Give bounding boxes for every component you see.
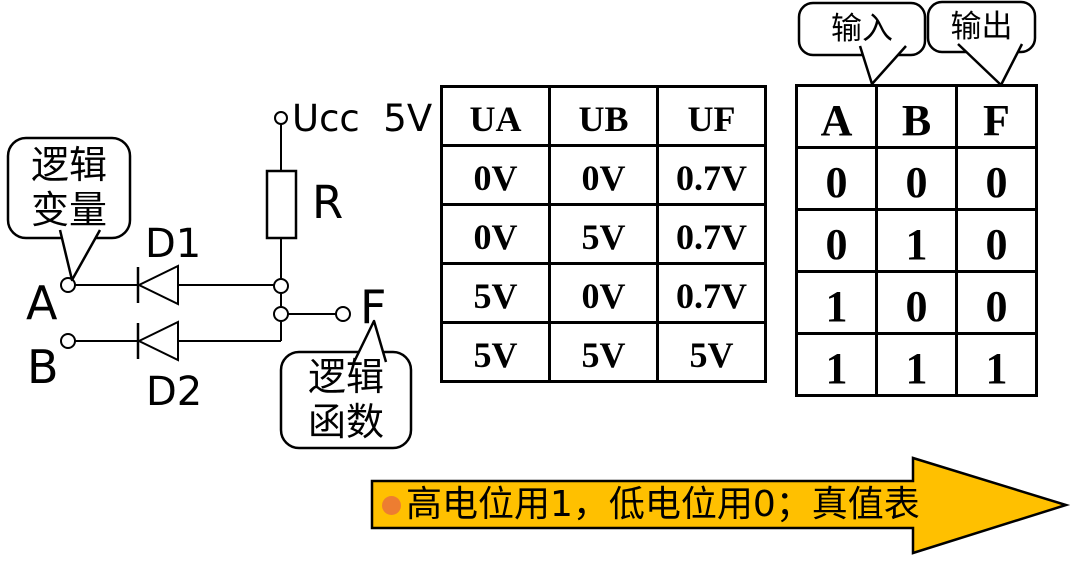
- resistor-label: R: [312, 176, 344, 229]
- table-cell: 1: [875, 332, 958, 397]
- truth-table-header-b: B: [875, 84, 958, 149]
- table-row: 5V 0V 0.7V: [440, 262, 767, 324]
- output-callout: 输出: [928, 2, 1035, 52]
- table-cell: 0.7V: [656, 203, 767, 265]
- table-row: 0V 0V 0.7V: [440, 144, 767, 206]
- truth-table-header-f: F: [955, 84, 1038, 149]
- table-cell: 0: [875, 270, 958, 335]
- table-cell: 0V: [548, 144, 659, 206]
- table-cell: 5V: [548, 203, 659, 265]
- table-cell: 1: [875, 208, 958, 273]
- input-b-terminal: [60, 333, 76, 349]
- table-cell: 0.7V: [656, 144, 767, 206]
- diode-d1-label: D1: [145, 221, 202, 267]
- table-cell: 0V: [548, 262, 659, 324]
- voltage-table-header-ub: UB: [548, 85, 659, 147]
- table-row: 1 1 1: [795, 332, 1038, 397]
- logic-variable-line2: 变量: [30, 188, 107, 232]
- table-cell: 0: [875, 146, 958, 211]
- table-cell: 0: [795, 146, 878, 211]
- input-callout-shape: [797, 1, 927, 86]
- input-callout-label: 输入: [831, 10, 893, 47]
- logic-function-line2: 函数: [307, 400, 384, 444]
- voltage-table-header-row: UA UB UF: [440, 85, 767, 147]
- table-cell: 5V: [656, 321, 767, 383]
- table-row: 1 0 0: [795, 270, 1038, 335]
- table-cell: 0: [955, 146, 1038, 211]
- truth-table-header-row: A B F: [795, 84, 1038, 149]
- table-cell: 0: [955, 270, 1038, 335]
- arrow-banner-shape: [370, 456, 1071, 555]
- supply-label: Ucc 5V: [292, 97, 433, 140]
- diode-d2-triangle: [136, 320, 179, 362]
- bullet-dot-icon: [382, 495, 401, 515]
- table-cell: 1: [955, 332, 1038, 397]
- voltage-table: UA UB UF 0V 0V 0.7V 0V 5V 0.7V 5V 0V 0.7…: [440, 85, 767, 383]
- logic-function-line1: 逻辑: [307, 355, 384, 400]
- logic-variable-callout-shape: [6, 136, 132, 282]
- table-row: 0V 5V 0.7V: [440, 203, 767, 265]
- output-callout-label: 输出: [950, 8, 1013, 45]
- logic-variable-line1: 逻辑: [30, 143, 107, 188]
- input-a-terminal: [60, 277, 76, 293]
- table-cell: 1: [795, 332, 878, 397]
- truth-table: A B F 0 0 0 0 1 0 1 0 0 1 1 1: [795, 84, 1038, 397]
- table-cell: 5V: [440, 262, 551, 324]
- output-f-terminal: [335, 306, 351, 322]
- table-cell: 0: [795, 208, 878, 273]
- table-cell: 0V: [440, 203, 551, 265]
- node-junction-1: [273, 278, 289, 294]
- diode-d2-label: D2: [146, 369, 203, 415]
- logic-function-callout: 逻辑 函数: [281, 352, 411, 448]
- node-junction-2: [273, 306, 289, 322]
- table-row: 5V 5V 5V: [440, 321, 767, 383]
- output-f-label: F: [360, 280, 387, 334]
- table-row: 0 0 0: [795, 146, 1038, 211]
- table-cell: 5V: [440, 321, 551, 383]
- logic-variable-callout: 逻辑 变量: [8, 138, 130, 238]
- table-cell: 5V: [548, 321, 659, 383]
- table-cell: 0: [955, 208, 1038, 273]
- table-cell: 0.7V: [656, 262, 767, 324]
- input-a-label: A: [26, 276, 58, 330]
- voltage-table-header-uf: UF: [656, 85, 767, 147]
- table-cell: 0V: [440, 144, 551, 206]
- banner: 高电位用1，低电位用0；真值表: [382, 484, 920, 526]
- supply-terminal: [274, 111, 288, 125]
- voltage-table-header-ua: UA: [440, 85, 551, 147]
- diode-d1-triangle: [136, 264, 179, 306]
- banner-text: 高电位用1，低电位用0；真值表: [406, 484, 920, 525]
- input-callout: 输入: [799, 3, 925, 55]
- logic-function-callout-shape: [279, 319, 413, 450]
- table-row: 0 1 0: [795, 208, 1038, 273]
- truth-table-header-a: A: [795, 84, 878, 149]
- table-cell: 1: [795, 270, 878, 335]
- resistor-body: [265, 169, 298, 240]
- input-b-label: B: [27, 340, 59, 394]
- output-callout-shape: [926, 0, 1037, 87]
